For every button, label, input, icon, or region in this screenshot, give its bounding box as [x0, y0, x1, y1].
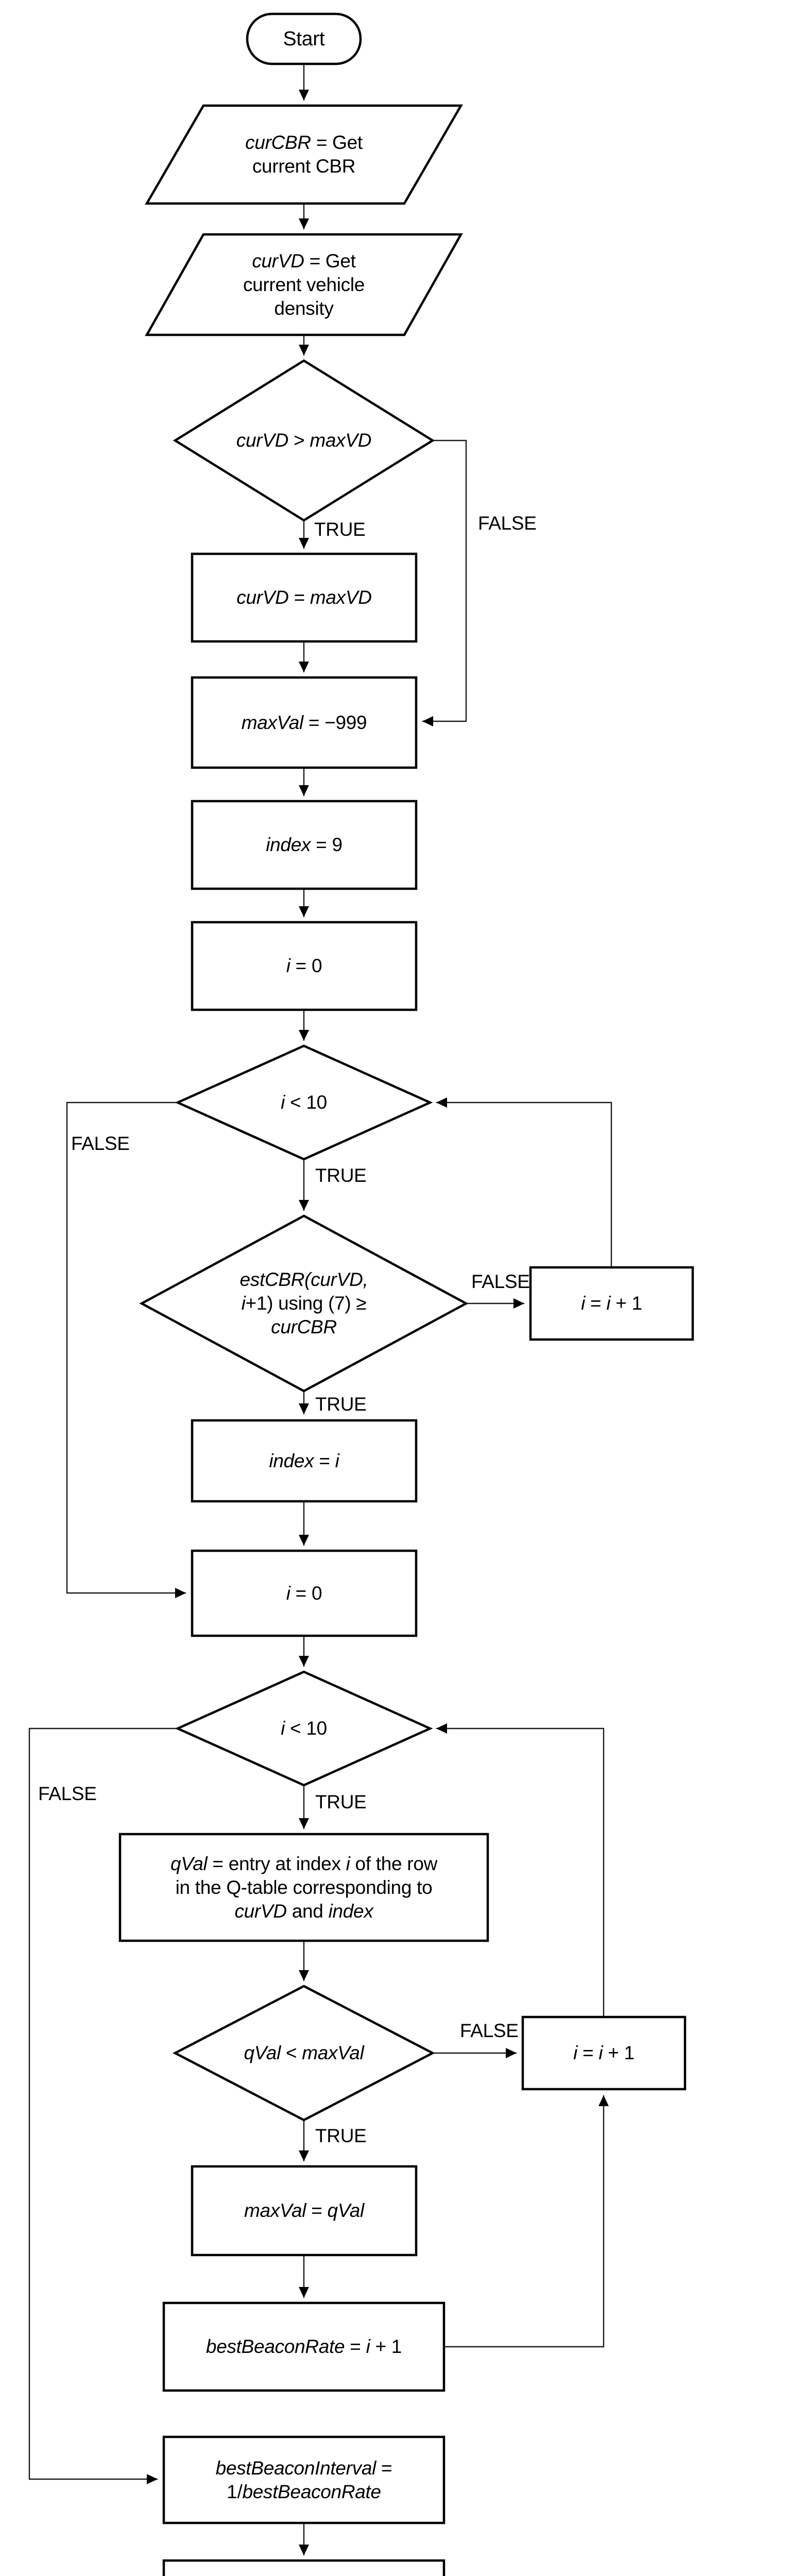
increment-i-label-1: i = i + 1 — [581, 1293, 642, 1314]
init-index-label: index = 9 — [266, 834, 342, 855]
get-qval-node — [118, 1833, 489, 1942]
send-beacon-label: Send beacon using bestBeaconInterval — [164, 2561, 444, 2576]
init-maxval-label: maxVal = −999 — [241, 711, 367, 733]
edge-dloop2-false — [28, 1727, 178, 2484]
edge-inci1-loopback — [436, 1097, 612, 1267]
edge-label-dloop2-false: FALSE — [38, 1783, 97, 1804]
decision-estcbr-label: estCBR(curVD, i+1) using (7) ≥ curCBR — [239, 1269, 368, 1337]
decision-loop1-label: i < 10 — [281, 1092, 327, 1113]
init-i-label: i = 0 — [286, 955, 322, 976]
decision-loop1-node — [175, 1044, 433, 1161]
edge-bestrate-to-inci2 — [444, 2095, 609, 2348]
decision-qval-node — [173, 1985, 435, 2122]
init-i-node — [191, 921, 418, 1011]
best-rate-label: bestBeaconRate = i + 1 — [205, 2336, 402, 2357]
best-interval-node — [162, 2435, 446, 2524]
edge-label-destcbr-false: FALSE — [471, 1271, 530, 1292]
decision-qval-label: qVal < maxVal — [244, 2042, 364, 2063]
edge-dvdmax-false — [422, 439, 467, 726]
decision-loop2-label: i < 10 — [281, 1718, 327, 1739]
set-curvd-maxvd-node — [191, 552, 418, 643]
reset-i-label: i = 0 — [286, 1582, 322, 1604]
decision-estcbr-node — [139, 1214, 469, 1393]
decision-curvd-maxvd-node — [173, 359, 435, 522]
set-curvd-maxvd-label: curVD = maxVD — [236, 587, 372, 608]
edge-dloop1-false — [66, 1101, 186, 1598]
set-maxval-node — [191, 2165, 418, 2257]
decision-curvd-maxvd-label: curVD > maxVD — [236, 430, 372, 451]
edge-label-dvdmax-false: FALSE — [478, 513, 537, 534]
edge-label-dvdmax-true: TRUE — [314, 519, 366, 540]
get-cbr-node — [145, 104, 463, 205]
decision-loop2-node — [175, 1670, 433, 1787]
increment-i-node-2 — [521, 2015, 687, 2091]
init-index-node — [191, 800, 418, 890]
increment-i-label-2: i = i + 1 — [573, 2042, 635, 2063]
reset-i-node — [191, 1549, 418, 1637]
get-qval-label: qVal = entry at index i of the row in th… — [170, 1853, 438, 1922]
increment-i-node-1 — [529, 1266, 694, 1341]
init-maxval-node — [191, 676, 418, 769]
edge-label-dqval-false: FALSE — [460, 2020, 519, 2041]
set-index-i-label: index = i — [269, 1450, 339, 1471]
start-node — [246, 12, 362, 65]
get-vd-node — [145, 233, 463, 336]
edge-label-dloop1-true: TRUE — [315, 1165, 367, 1186]
get-cbr-label: curCBR = Get current CBR — [245, 132, 363, 177]
edge-inci2-loopback — [436, 1723, 605, 2017]
set-maxval-label: maxVal = qVal — [244, 2200, 364, 2221]
edge-label-dqval-true: TRUE — [315, 2125, 367, 2146]
edge-label-dloop2-true: TRUE — [315, 1791, 367, 1812]
best-rate-node — [162, 2301, 446, 2392]
set-index-i-node — [191, 1419, 418, 1503]
edge-label-dloop1-false: FALSE — [71, 1133, 130, 1154]
send-beacon-node — [162, 2559, 446, 2576]
get-vd-label: curVD = Get current vehicle density — [243, 250, 365, 319]
best-interval-label: bestBeaconInterval = 1/bestBeaconRate — [215, 2457, 392, 2502]
start-label: Start — [283, 27, 325, 50]
edge-label-destcbr-true: TRUE — [315, 1394, 367, 1415]
